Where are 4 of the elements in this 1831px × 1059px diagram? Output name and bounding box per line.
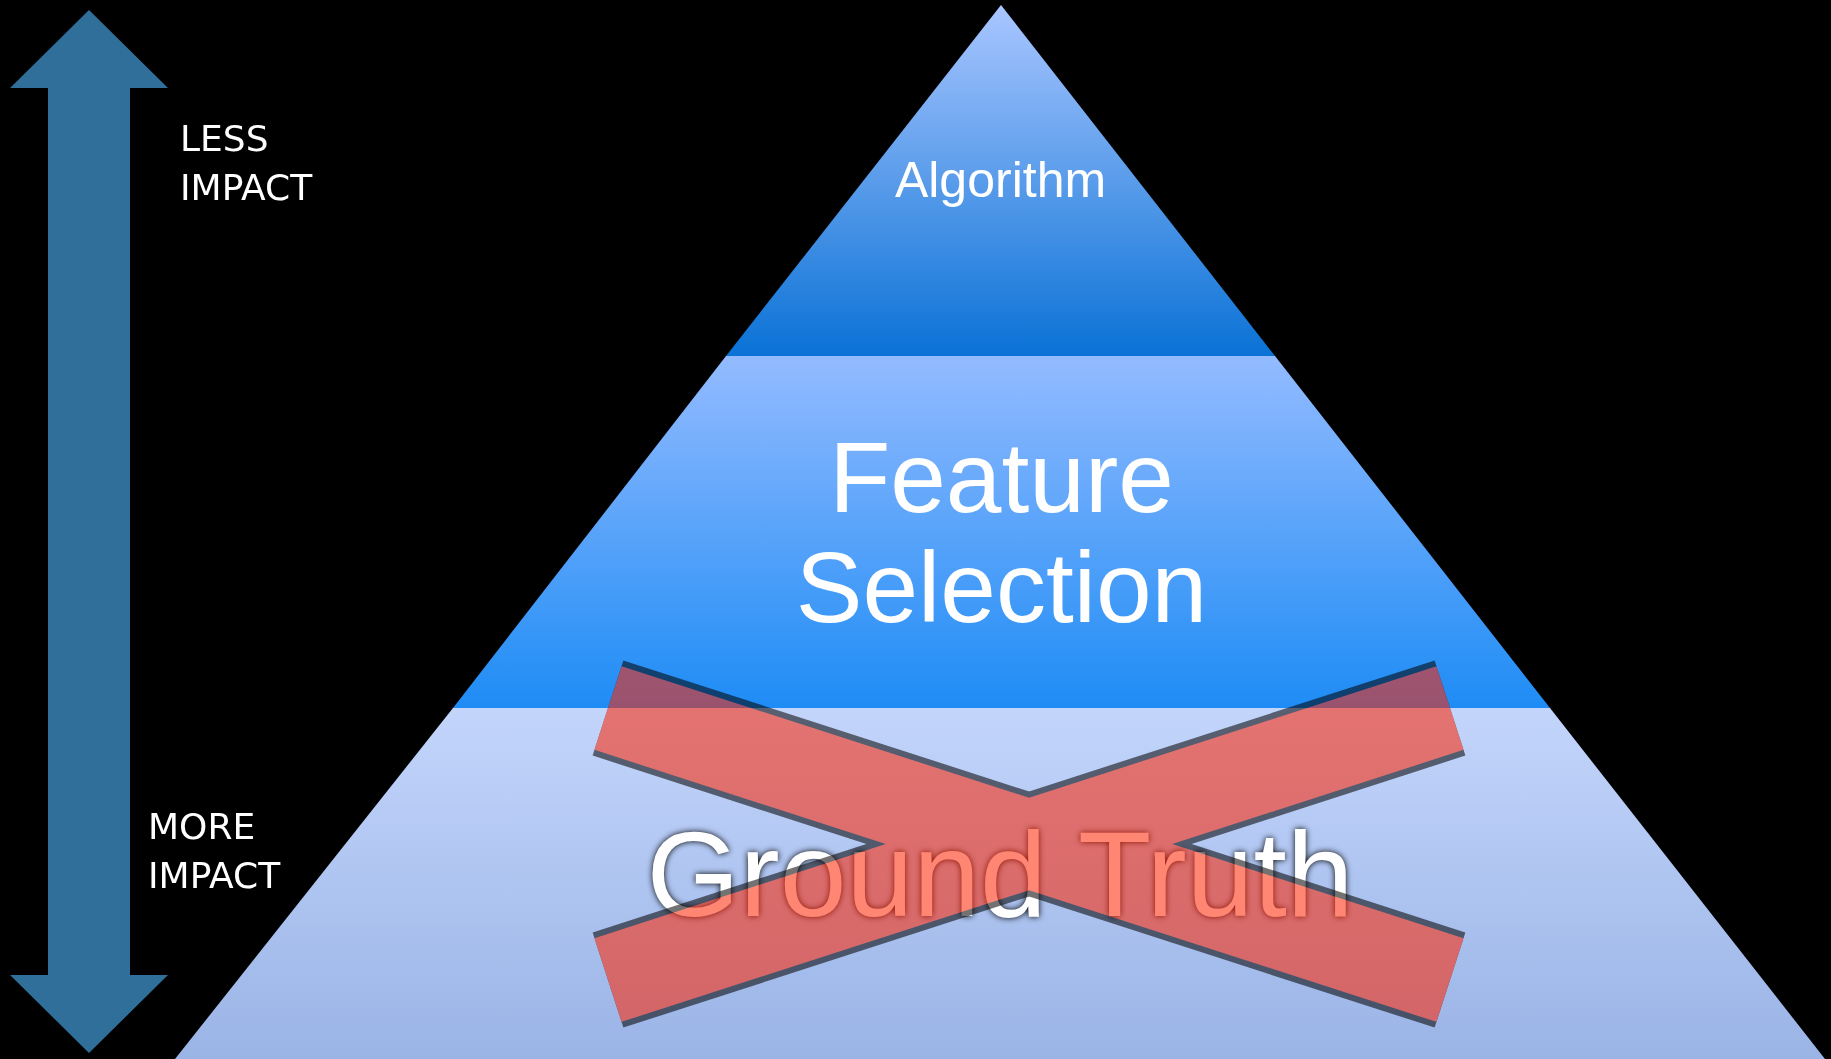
impact-label: LESS IMPACT [180, 117, 314, 210]
tier-label: Feature Selection [794, 422, 1209, 642]
impact-label: MORE IMPACT [148, 805, 282, 898]
tier-label: Algorithm [894, 153, 1107, 208]
